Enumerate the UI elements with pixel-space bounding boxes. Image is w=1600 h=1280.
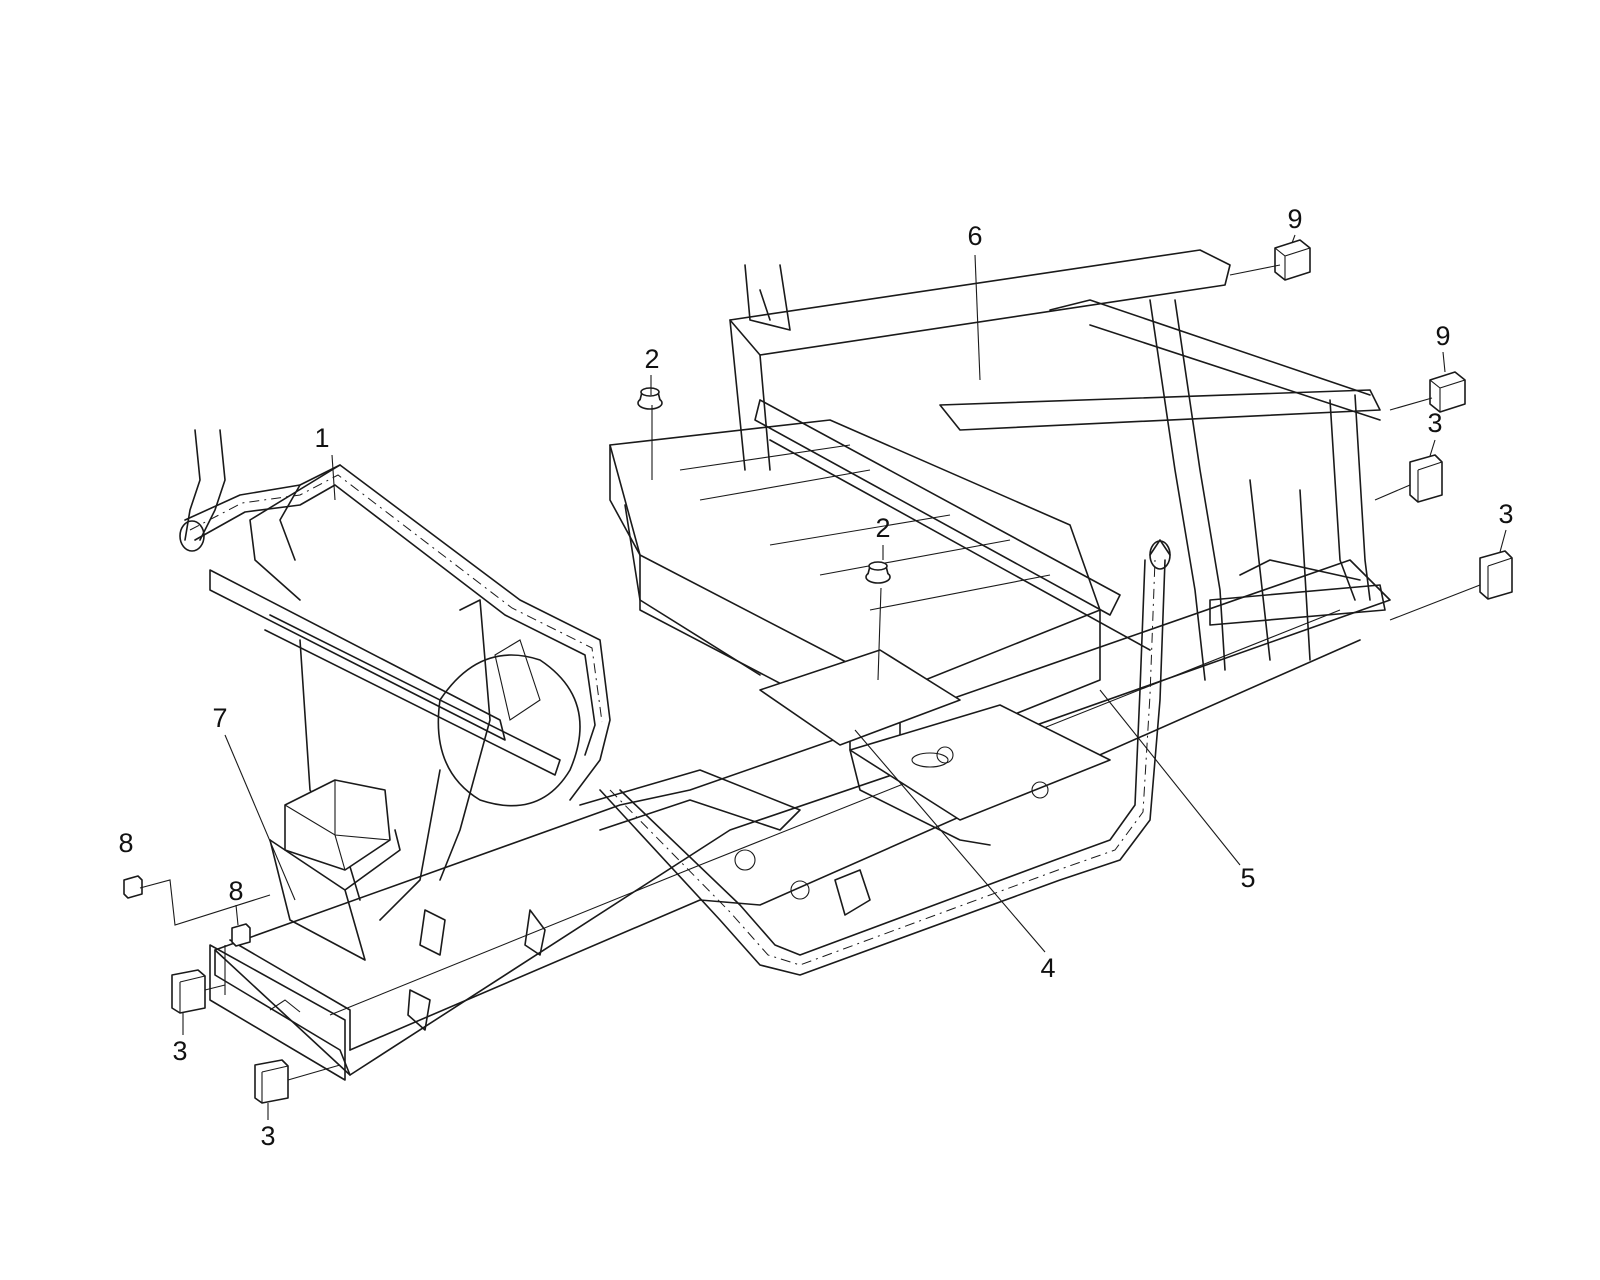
callout-9-lower: 9: [1435, 321, 1450, 351]
callout-1: 1: [314, 423, 329, 453]
end-cap-part-9-upper: [1274, 239, 1311, 281]
callout-4: 4: [1040, 953, 1055, 983]
callout-2-upper: 2: [644, 344, 659, 374]
callout-7: 7: [212, 703, 227, 733]
callout-6: 6: [967, 221, 982, 251]
plug-part-3-front-upper: [171, 969, 206, 1014]
leader-lines: [139, 234, 1507, 1120]
cap-part-8-left: [123, 875, 143, 899]
plug-part-3-front-lower: [254, 1059, 289, 1104]
callout-9-upper: 9: [1287, 204, 1302, 234]
callout-3-rear-upper: 3: [1427, 408, 1442, 438]
callout-2-lower: 2: [875, 513, 890, 543]
callout-3-rear-lower: 3: [1498, 499, 1513, 529]
callouts: 1 2 2 3 3 3 3 4 5 6 7 8 8 9 9: [118, 204, 1513, 1151]
chassis-frame: [179, 249, 1391, 1081]
cap-part-8-right: [231, 923, 251, 947]
callout-8-left: 8: [118, 828, 133, 858]
end-cap-part-9-lower: [1429, 371, 1466, 413]
callout-5: 5: [1240, 863, 1255, 893]
callout-3-front-upper: 3: [172, 1036, 187, 1066]
plug-part-3-rear-lower: [1479, 550, 1513, 600]
callout-8-right: 8: [228, 876, 243, 906]
plug-part-3-rear-upper: [1409, 454, 1443, 503]
callout-3-front-lower: 3: [260, 1121, 275, 1151]
grommet-part-2-upper: [637, 387, 663, 410]
grommet-part-2-lower: [865, 561, 891, 584]
loose-parts: [123, 239, 1513, 1104]
